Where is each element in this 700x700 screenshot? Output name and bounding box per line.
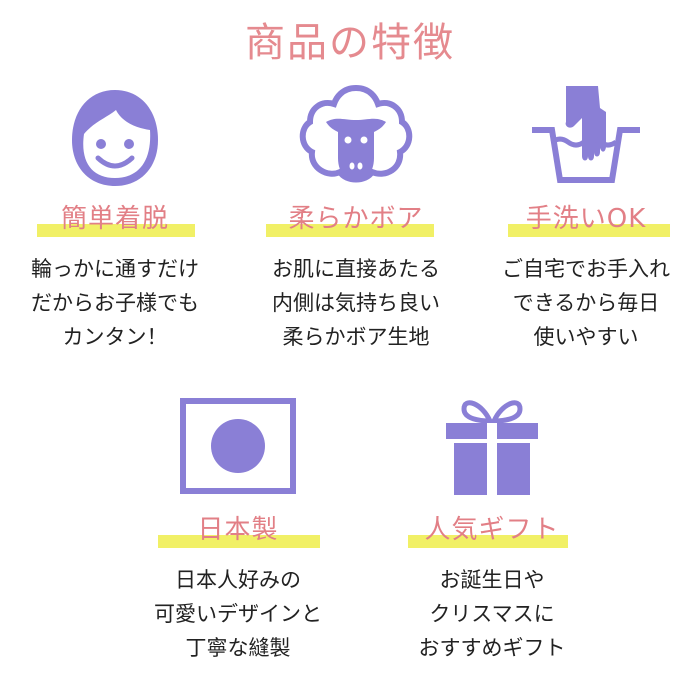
feature-desc-line: 可愛いデザインと	[154, 602, 322, 626]
feature-desc-line: クリスマスに	[429, 602, 555, 626]
feature-desc-line: 輪っかに通すだけ	[31, 257, 199, 281]
feature-label: 人気ギフト	[424, 515, 560, 545]
feature-desc-line: 日本人好みの	[175, 568, 301, 592]
feature-made-in-japan: 日本製 日本人好みの 可愛いデザインと 丁寧な縫製	[128, 395, 348, 695]
label-highlight	[37, 224, 195, 237]
feature-hand-wash: 手洗いOK ご自宅でお手入れ できるから毎日 使いやすい	[476, 80, 696, 380]
feature-label: 日本製	[197, 515, 279, 545]
feature-desc-line: 内側は気持ち良い	[272, 291, 440, 315]
smiley-face-icon	[60, 82, 170, 192]
feature-desc-line: お肌に直接あたる	[272, 257, 440, 281]
feature-desc-line: 丁寧な縫製	[185, 636, 291, 660]
hand-wash-icon	[526, 82, 646, 192]
feature-easy-wear: 簡単着脱 輪っかに通すだけ だからお子様でも カンタン！	[5, 80, 225, 380]
feature-desc-line: おすすめギフト	[418, 636, 566, 660]
label-highlight	[508, 224, 670, 237]
feature-desc-line: 柔らかボア生地	[282, 325, 430, 349]
gift-box-icon	[442, 395, 542, 499]
label-highlight	[158, 535, 320, 548]
feature-label: 簡単着脱	[60, 204, 169, 234]
feature-popular-gift: 人気ギフト お誕生日や クリスマスに おすすめギフト	[382, 395, 602, 695]
feature-desc-line: 使いやすい	[533, 325, 639, 349]
japan-flag-icon	[179, 397, 297, 497]
sheep-icon	[296, 82, 416, 192]
feature-desc-line: カンタン！	[62, 325, 168, 349]
feature-desc-line: できるから毎日	[512, 291, 660, 315]
label-highlight	[408, 535, 568, 548]
feature-desc-line: ご自宅でお手入れ	[502, 257, 670, 281]
feature-desc-line: だからお子様でも	[31, 291, 199, 315]
label-highlight	[266, 224, 434, 237]
feature-label: 手洗いOK	[525, 204, 647, 234]
page-title: 商品の特徴	[245, 20, 455, 66]
feature-desc-line: お誕生日や	[439, 568, 545, 592]
feature-soft-boa: 柔らかボア お肌に直接あたる 内側は気持ち良い 柔らかボア生地	[246, 80, 466, 380]
feature-label: 柔らかボア	[288, 204, 424, 234]
